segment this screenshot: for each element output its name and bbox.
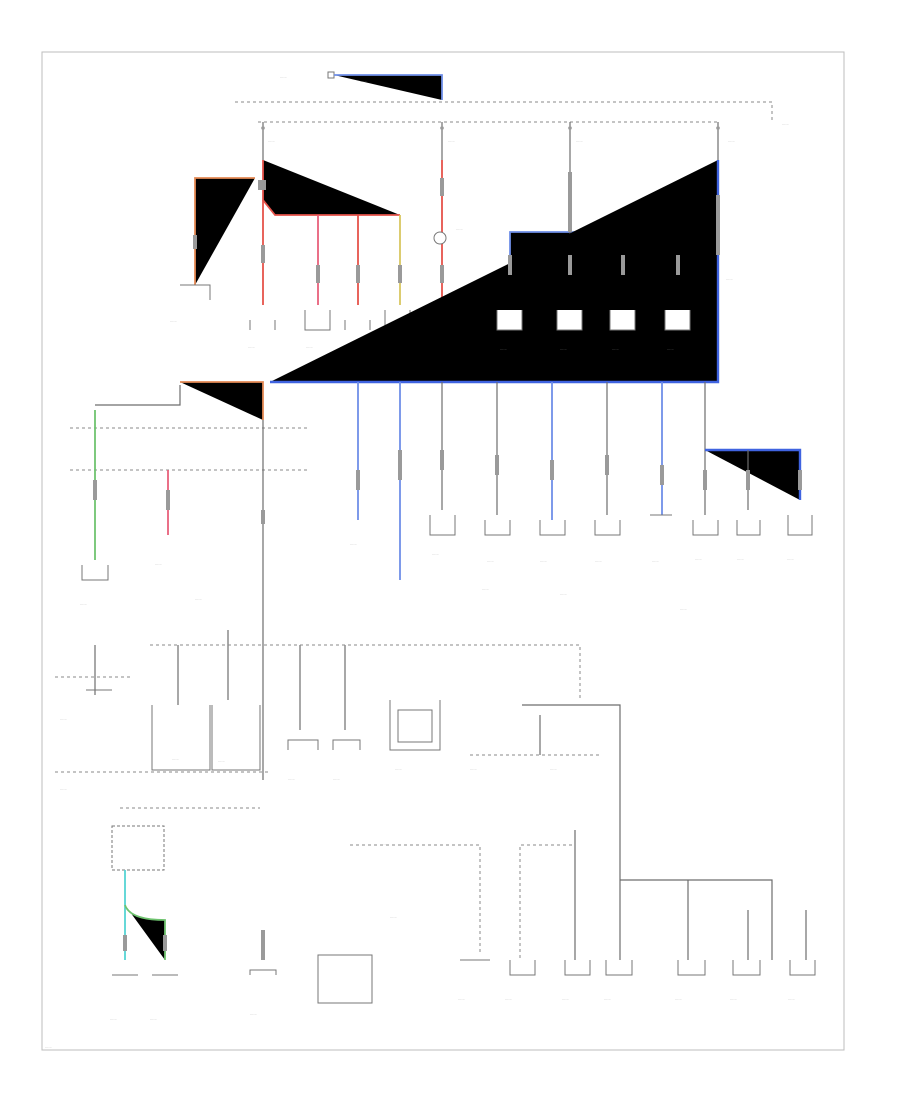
svg-text:......: ...... (448, 138, 455, 143)
bottom-right-cluster: ...... ...... ...... ...... ...... .....… (317, 704, 816, 1004)
svg-text:......: ...... (432, 551, 439, 556)
svg-text:......: ...... (652, 558, 659, 563)
svg-text:......: ...... (333, 776, 340, 781)
svg-text:......: ...... (280, 74, 287, 79)
svg-text:......: ...... (155, 561, 162, 566)
svg-text:......: ...... (250, 1011, 257, 1016)
top-bus-drops: ...... ...... ...... ...... (261, 122, 735, 160)
svg-text:......: ...... (726, 276, 733, 281)
svg-text:......: ...... (604, 996, 611, 1001)
svg-text:......: ...... (562, 996, 569, 1001)
diagram-frame (41, 51, 845, 1051)
svg-text:......: ...... (737, 556, 744, 561)
svg-text:......: ...... (45, 1044, 52, 1049)
right-top-circuits: ...... ...... ...... ...... ...... (270, 160, 733, 384)
svg-text:......: ...... (787, 556, 794, 561)
svg-text:......: ...... (60, 716, 67, 721)
svg-text:......: ...... (458, 996, 465, 1001)
svg-text:......: ...... (595, 558, 602, 563)
svg-text:......: ...... (195, 596, 202, 601)
svg-text:......: ...... (576, 138, 583, 143)
svg-text:......: ...... (788, 996, 795, 1001)
svg-text:......: ...... (395, 766, 402, 771)
svg-text:......: ...... (728, 138, 735, 143)
main-power-feed: ...... ...... ...... (235, 71, 789, 126)
svg-text:......: ...... (350, 541, 357, 546)
left-fuse-block: ...... ...... ...... (70, 381, 310, 780)
svg-text:......: ...... (170, 318, 177, 323)
svg-text:......: ...... (80, 601, 87, 606)
svg-text:......: ...... (612, 346, 619, 351)
svg-text:......: ...... (505, 996, 512, 1001)
center-circuit: ...... (433, 160, 463, 305)
svg-text:......: ...... (560, 346, 567, 351)
svg-text:......: ...... (540, 558, 547, 563)
svg-text:......: ...... (306, 344, 313, 349)
svg-text:......: ...... (730, 996, 737, 1001)
svg-text:......: ...... (380, 841, 387, 846)
svg-text:......: ...... (218, 758, 225, 763)
svg-text:......: ...... (268, 138, 275, 143)
left-top-circuits (193, 160, 402, 305)
svg-text:......: ...... (110, 1016, 117, 1021)
svg-text:......: ...... (60, 786, 67, 791)
svg-text:......: ...... (667, 346, 674, 351)
svg-text:......: ...... (560, 591, 567, 596)
svg-text:......: ...... (390, 914, 397, 919)
svg-text:......: ...... (248, 344, 255, 349)
svg-text:......: ...... (500, 346, 507, 351)
svg-text:......: ...... (456, 226, 463, 231)
svg-text:......: ...... (150, 1016, 157, 1021)
svg-text:......: ...... (680, 606, 687, 611)
svg-text:......: ...... (482, 586, 489, 591)
svg-text:......: ...... (550, 766, 557, 771)
svg-text:......: ...... (172, 756, 179, 761)
svg-text:......: ...... (782, 121, 789, 126)
components-row2: ...... ...... ...... ...... ...... .....… (350, 514, 813, 611)
svg-text:......: ...... (695, 556, 702, 561)
svg-text:......: ...... (675, 996, 682, 1001)
svg-text:......: ...... (487, 558, 494, 563)
svg-text:......: ...... (470, 766, 477, 771)
lower-left-cluster: ...... ...... ...... ...... ...... .....… (55, 630, 581, 791)
svg-text:......: ...... (360, 78, 367, 83)
bottom-left-lamps: ...... ...... ...... ...... (45, 807, 277, 1049)
svg-text:......: ...... (288, 776, 295, 781)
middle-distribution (356, 382, 802, 580)
